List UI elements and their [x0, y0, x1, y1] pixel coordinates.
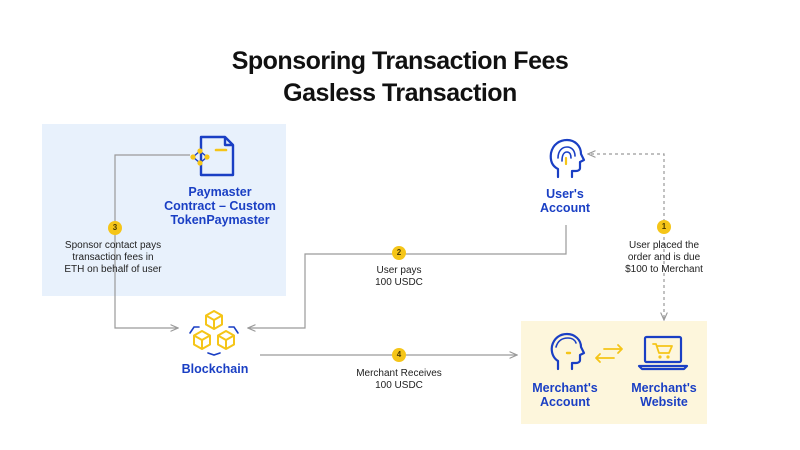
connector-user-order-dashed	[588, 154, 665, 318]
step-1-note-line1: User placed the	[628, 240, 700, 251]
paymaster-panel	[42, 124, 286, 296]
step-2-note-line2: 100 USDC	[375, 277, 423, 288]
connector-paymaster-to-blockchain	[114, 154, 190, 328]
step-1-badge: 1	[657, 220, 671, 234]
step-4-note-line2: 100 USDC	[375, 380, 423, 391]
blockchain-label: Blockchain	[181, 362, 249, 376]
merchant-website-label-line1: Merchant's	[631, 381, 697, 395]
step-3-note-line3: ETH on behalf of user	[64, 264, 162, 275]
step-2-note: User pays 100 USDC	[349, 265, 449, 289]
user-account-label-line2: Account	[540, 201, 590, 215]
user-account-label: User's Account	[525, 187, 605, 215]
step-4-badge: 4	[392, 348, 406, 362]
contract-document-icon	[190, 135, 235, 177]
merchant-account-label-line1: Merchant's	[532, 381, 598, 395]
blockchain-cubes-icon	[189, 310, 239, 356]
step-3-note-line1: Sponsor contact pays	[64, 240, 162, 251]
merchant-head-icon	[550, 332, 586, 371]
connector-user-to-blockchain	[248, 225, 567, 328]
diagram-title-line1: Sponsoring Transaction Fees	[231, 47, 569, 75]
step-2-badge: 2	[392, 246, 406, 260]
step-3-note: Sponsor contact pays transaction fees in…	[48, 240, 178, 276]
step-1-note: User placed the order and is due $100 to…	[612, 240, 716, 276]
step-4-note: Merchant Receives 100 USDC	[339, 368, 459, 392]
step-1-note-line3: $100 to Merchant	[625, 264, 703, 275]
merchant-website-label: Merchant's Website	[620, 381, 708, 409]
step-4-note-line1: Merchant Receives	[356, 368, 442, 379]
merchant-account-label: Merchant's Account	[520, 381, 610, 409]
laptop-cart-icon	[637, 335, 689, 371]
step-3-badge: 3	[108, 221, 122, 235]
user-head-fingerprint-icon	[549, 138, 586, 179]
step-2-note-line1: User pays	[376, 265, 422, 276]
merchant-website-label-line2: Website	[640, 395, 688, 409]
step-1-note-line2: order and is due	[627, 252, 701, 263]
user-account-label-line1: User's	[546, 187, 584, 201]
merchant-account-label-line2: Account	[540, 395, 590, 409]
step-3-note-line2: transaction fees in	[72, 252, 154, 263]
merchant-panel	[521, 321, 707, 424]
paymaster-label-line1: Paymaster	[188, 185, 252, 199]
paymaster-label: Paymaster Contract – Custom TokenPaymast…	[160, 185, 280, 227]
paymaster-label-line2: Contract – Custom	[164, 199, 276, 213]
paymaster-label-line3: TokenPaymaster	[170, 213, 270, 227]
exchange-arrows-icon	[595, 344, 623, 363]
diagram-title-line2: Gasless Transaction	[283, 79, 517, 107]
